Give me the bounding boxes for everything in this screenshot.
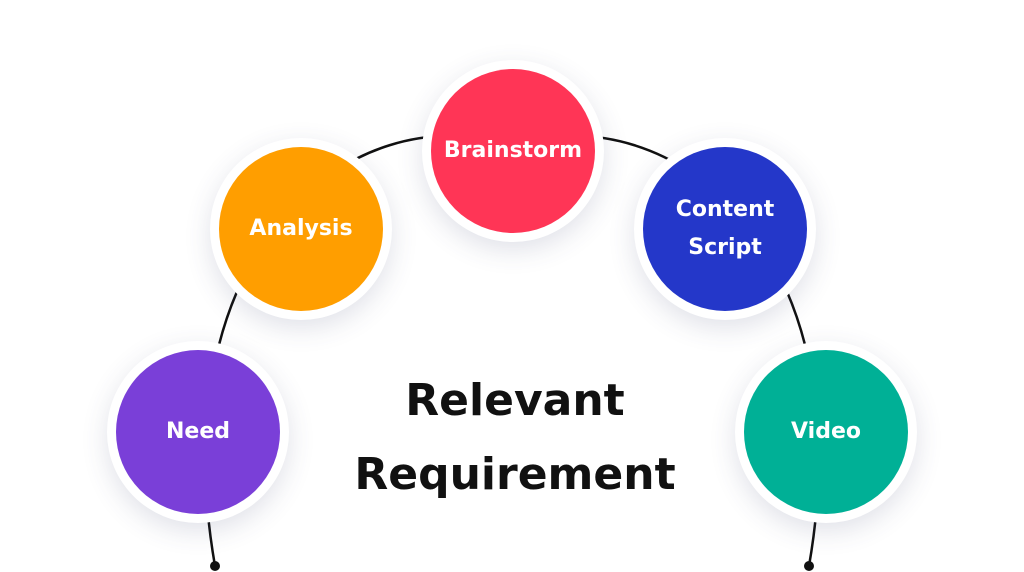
node-brainstorm-circle: Brainstorm xyxy=(431,69,595,233)
node-brainstorm-label: Brainstorm xyxy=(443,138,583,163)
node-video: Video xyxy=(735,341,917,523)
arc-endpoint-left xyxy=(210,561,220,571)
node-analysis-label: Analysis xyxy=(249,216,353,241)
node-video-circle: Video xyxy=(744,350,908,514)
node-brainstorm: Brainstorm xyxy=(422,60,604,242)
node-content-script-circle: Content Script xyxy=(643,147,807,311)
center-title: Relevant Requirement xyxy=(300,364,730,512)
node-need-circle: Need xyxy=(116,350,280,514)
center-title-line-1: Relevant xyxy=(405,375,625,426)
node-content-script: Content Script xyxy=(634,138,816,320)
center-title-line-2: Requirement xyxy=(354,449,676,500)
node-analysis-circle: Analysis xyxy=(219,147,383,311)
arc-endpoint-right xyxy=(804,561,814,571)
node-need: Need xyxy=(107,341,289,523)
node-video-label: Video xyxy=(791,419,861,444)
node-content-script-label: Content Script xyxy=(675,197,775,260)
node-analysis: Analysis xyxy=(210,138,392,320)
node-need-label: Need xyxy=(165,419,230,444)
